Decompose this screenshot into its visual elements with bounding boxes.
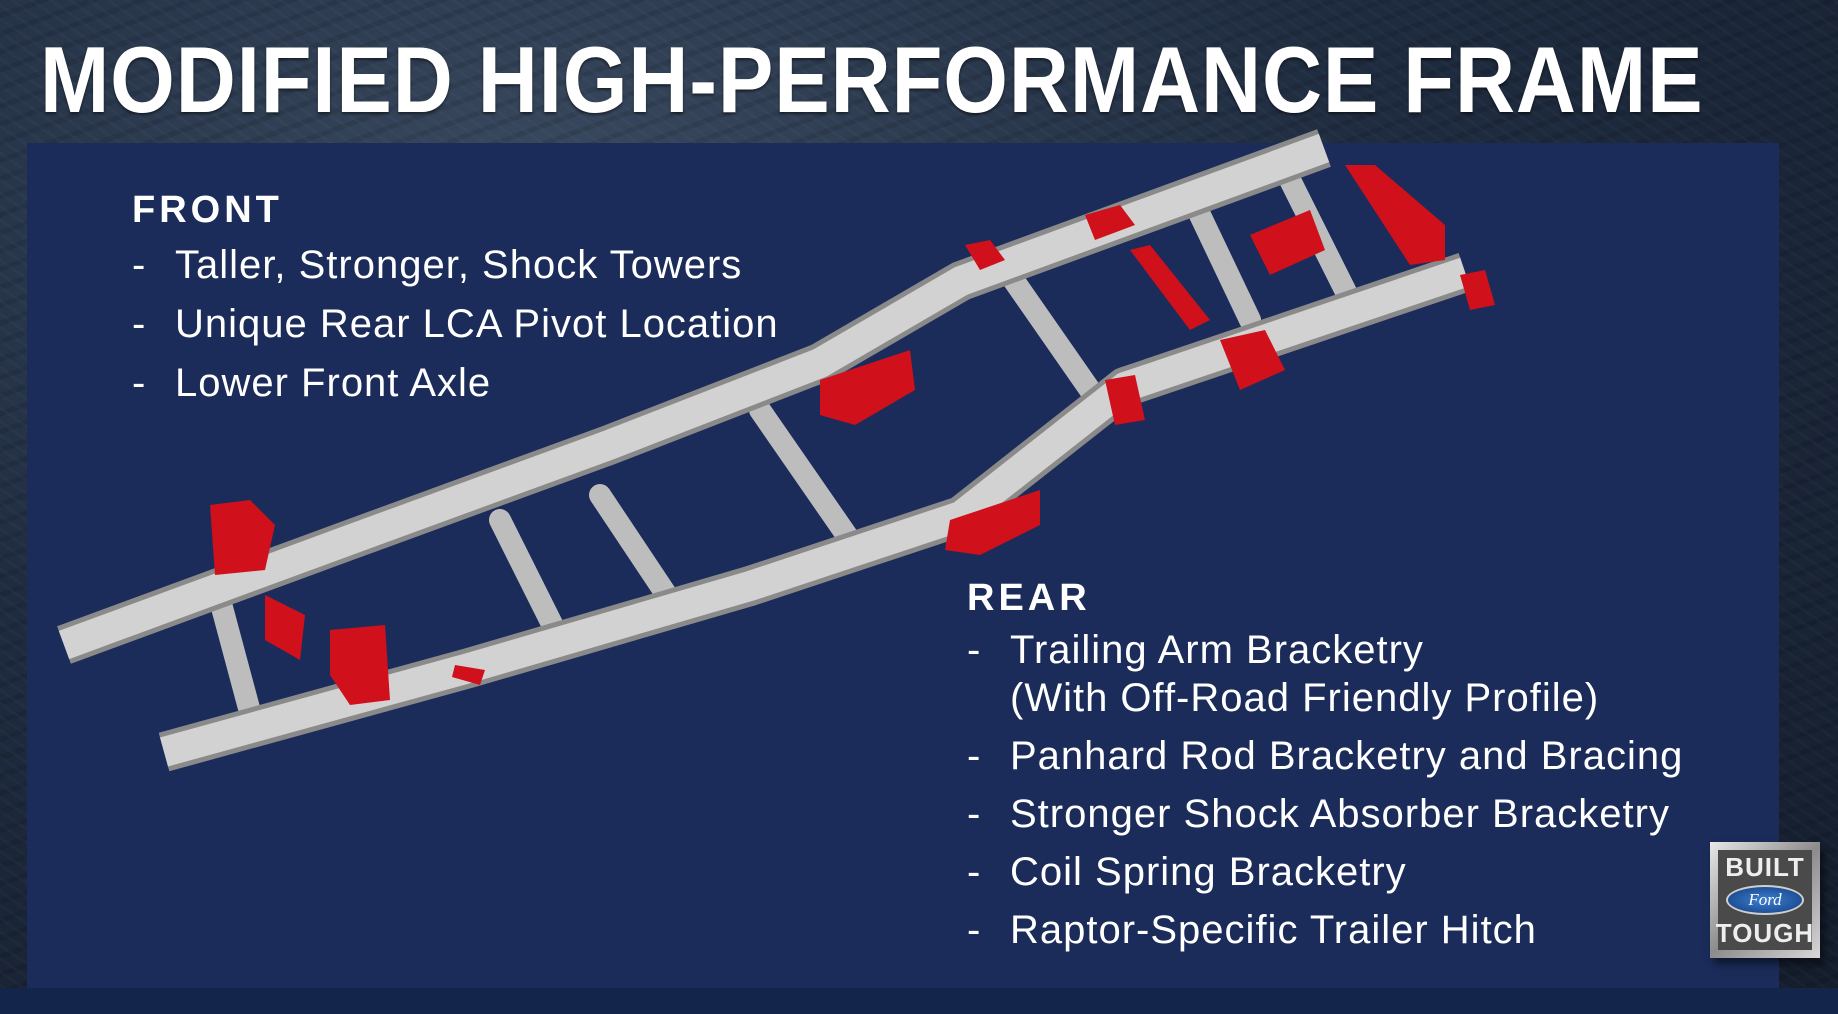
- rear-item: - Trailing Arm Bracketry(With Off-Road F…: [967, 626, 1683, 722]
- rear-heading: REAR: [967, 577, 1091, 619]
- rear-section: REAR - Trailing Arm Bracketry(With Off-R…: [967, 578, 1683, 954]
- bullet-dash: -: [967, 792, 982, 836]
- bullet-dash: -: [967, 734, 982, 778]
- rear-item-text: Panhard Rod Bracketry and Bracing: [1010, 734, 1684, 778]
- front-item-text: Unique Rear LCA Pivot Location: [175, 302, 779, 346]
- front-item: -Unique Rear LCA Pivot Location: [132, 300, 779, 348]
- bullet-dash: -: [967, 908, 982, 952]
- rear-item-text: Coil Spring Bracketry: [1010, 850, 1407, 894]
- logo-top-word: BUILT: [1725, 852, 1805, 882]
- logo-bottom-word: TOUGH: [1715, 918, 1815, 948]
- cross-members: [209, 169, 1361, 723]
- rear-item: -Coil Spring Bracketry: [967, 848, 1683, 896]
- rear-item-line: (With Off-Road Friendly Profile): [1010, 676, 1600, 720]
- built-ford-tough-logo: BUILT Ford TOUGH: [1710, 842, 1820, 958]
- red-brackets: [210, 165, 1495, 705]
- front-item: -Taller, Stronger, Shock Towers: [132, 241, 779, 289]
- rear-item-line: Trailing Arm Bracketry: [1010, 628, 1424, 672]
- rear-item: -Stronger Shock Absorber Bracketry: [967, 790, 1683, 838]
- rear-item-text: Stronger Shock Absorber Bracketry: [1010, 792, 1670, 836]
- rear-item-text: Trailing Arm Bracketry(With Off-Road Fri…: [1010, 626, 1599, 722]
- bullet-dash: -: [967, 850, 982, 894]
- front-section: FRONT -Taller, Stronger, Shock Towers -U…: [132, 190, 779, 407]
- front-item: -Lower Front Axle: [132, 359, 779, 407]
- ford-oval-icon: Ford: [1726, 885, 1804, 915]
- front-item-text: Taller, Stronger, Shock Towers: [175, 243, 743, 287]
- rear-item: -Panhard Rod Bracketry and Bracing: [967, 732, 1683, 780]
- page-title: MODIFIED HIGH-PERFORMANCE FRAME: [40, 27, 1704, 132]
- bullet-dash: -: [967, 628, 982, 672]
- rear-item-text: Raptor-Specific Trailer Hitch: [1010, 908, 1537, 952]
- rear-item: -Raptor-Specific Trailer Hitch: [967, 906, 1683, 954]
- bottom-band: [0, 988, 1838, 1014]
- bullet-dash: -: [132, 243, 147, 287]
- bullet-dash: -: [132, 361, 147, 405]
- bullet-dash: -: [132, 302, 147, 346]
- front-heading: FRONT: [132, 189, 283, 231]
- front-item-text: Lower Front Axle: [175, 361, 492, 405]
